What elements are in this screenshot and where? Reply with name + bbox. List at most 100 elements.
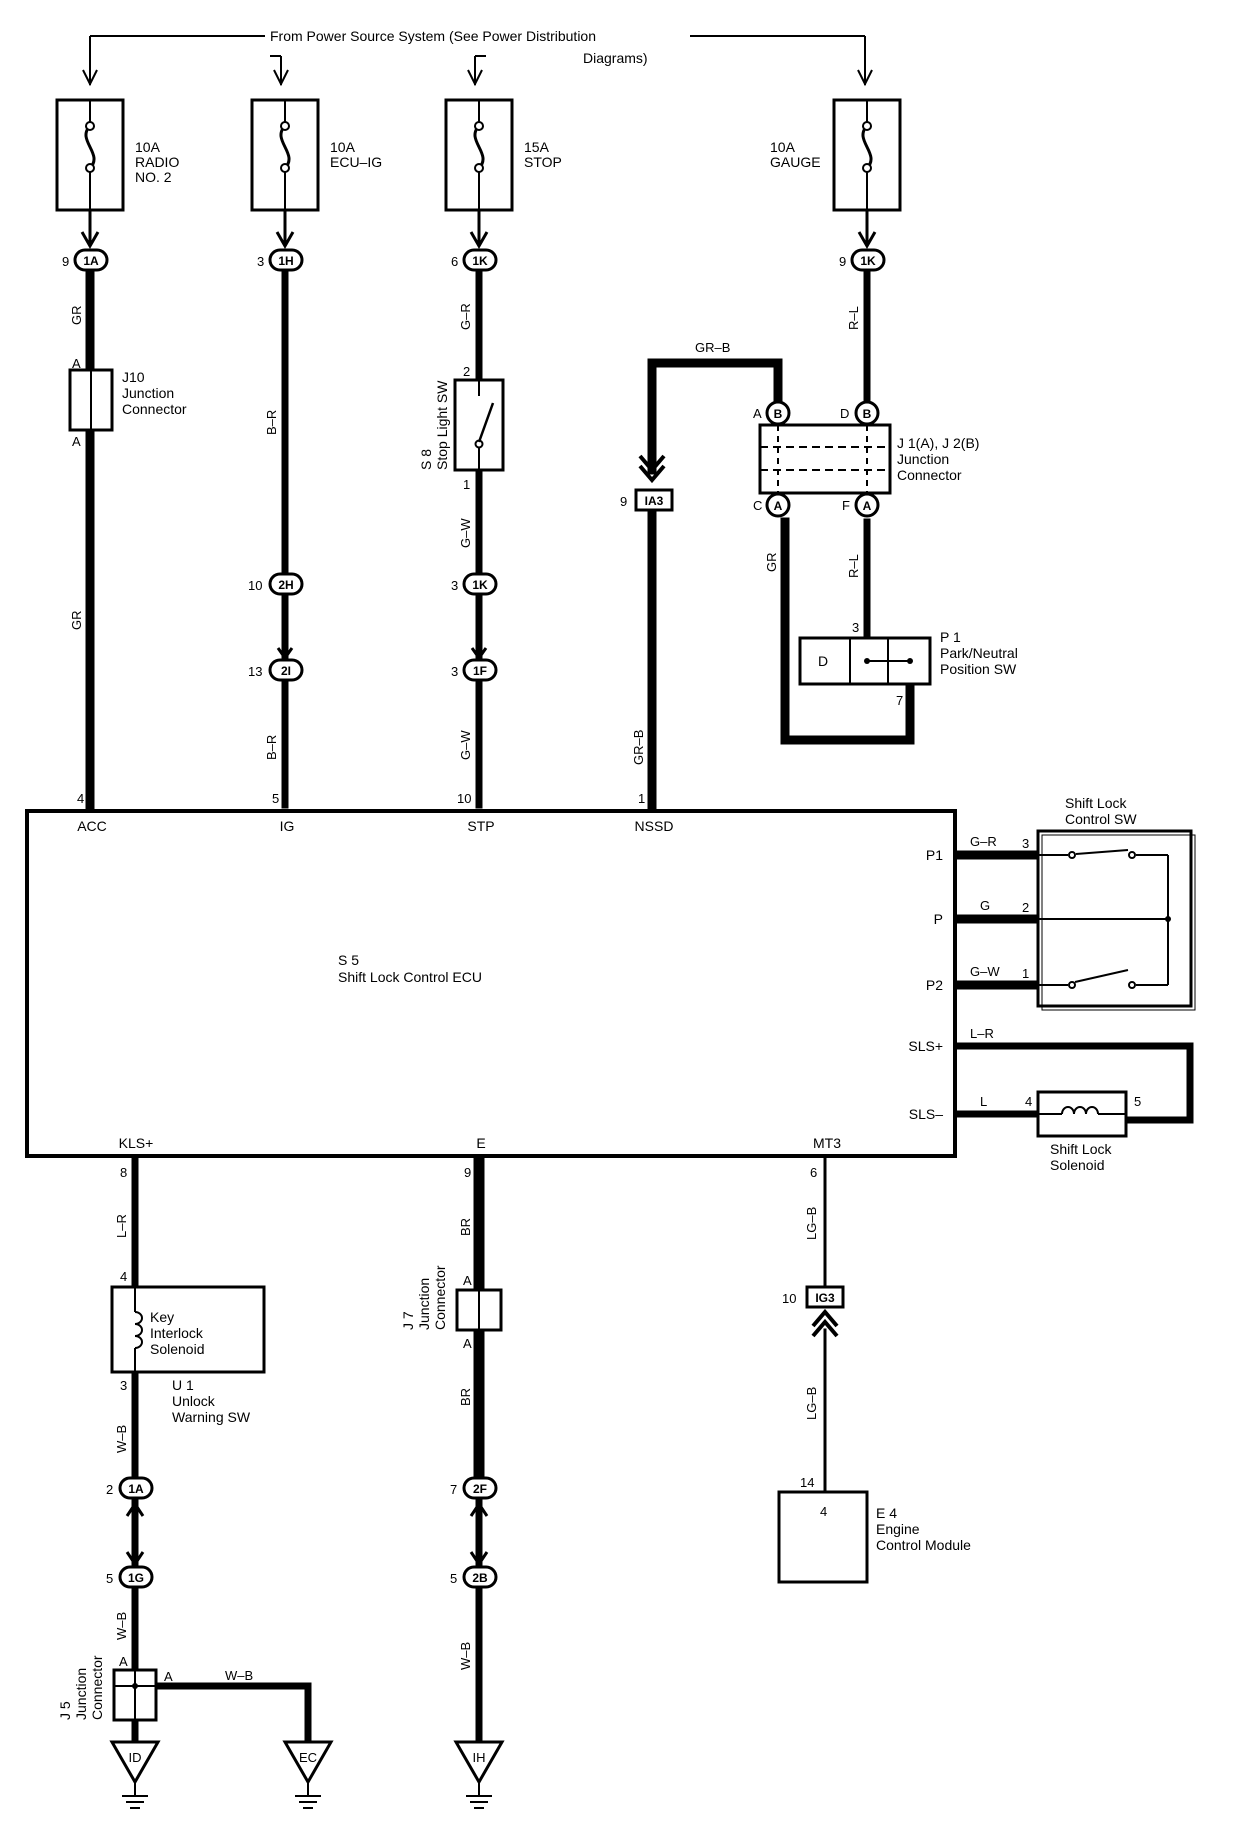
connector-IG3: IG3 10 [782, 1285, 845, 1338]
wire-wb-1: W–B [114, 1425, 129, 1453]
wire-wb-4: W–B [458, 1642, 473, 1670]
svg-text:4: 4 [820, 1504, 827, 1519]
fuse-radio-name2: NO. 2 [135, 169, 172, 185]
svg-text:1K: 1K [472, 254, 488, 268]
svg-text:3: 3 [120, 1378, 127, 1393]
wire-gr-3: GR [764, 553, 779, 573]
wire-gr-1: GR [69, 306, 84, 326]
svg-text:5: 5 [106, 1571, 113, 1586]
power-source-title-cont: Diagrams) [583, 50, 648, 66]
svg-text:10: 10 [248, 578, 262, 593]
svg-text:13: 13 [248, 664, 262, 679]
fuse-ecu-ig [250, 98, 320, 212]
shift-sw-label2: Control SW [1065, 811, 1137, 827]
e4-label: E 4 [876, 1505, 897, 1521]
j5-label: J 5 [57, 1701, 73, 1720]
connector-2B: 2B 5 [450, 1551, 498, 1589]
ecu-label: S 5 [338, 952, 359, 968]
svg-text:1K: 1K [860, 254, 876, 268]
ground-EC: EC [282, 1740, 334, 1809]
wire-rl-2: R–L [846, 554, 861, 578]
svg-text:A: A [774, 499, 783, 513]
svg-text:2H: 2H [278, 578, 293, 592]
j10-label: J10 [122, 369, 145, 385]
svg-text:1: 1 [463, 477, 470, 492]
wire-grb-1: GR–B [695, 340, 730, 355]
wire-brn-2: BR [458, 1388, 473, 1406]
shift-lock-control-ecu [25, 809, 957, 1158]
junction-connector-j7: A A [455, 1273, 503, 1351]
wire-br-2: B–R [264, 735, 279, 760]
wire-lr-right: L–R [970, 1026, 994, 1041]
j7-label: J 7 [400, 1311, 416, 1330]
fuse-stop-amp: 15A [524, 139, 550, 155]
e4-label2: Engine [876, 1521, 920, 1537]
svg-text:5: 5 [450, 1571, 457, 1586]
junction-connector-j1-j2 [758, 423, 892, 495]
connector-1K-mid: 1K 3 [451, 572, 498, 596]
wire-grr: G–R [458, 303, 473, 330]
j10-label2: Junction [122, 385, 174, 401]
svg-text:2: 2 [463, 364, 470, 379]
power-source-bus [82, 35, 873, 87]
wire-gw-1: G–W [458, 518, 473, 548]
wire-br-1: B–R [264, 410, 279, 435]
wire-wb-3: W–B [225, 1668, 253, 1683]
svg-text:A: A [72, 356, 81, 371]
svg-text:1G: 1G [128, 1571, 144, 1585]
svg-text:9: 9 [839, 254, 846, 269]
svg-text:A: A [164, 1669, 173, 1684]
wire-gr-2: GR [69, 611, 84, 631]
wire-wb-2: W–B [114, 1612, 129, 1640]
svg-text:A: A [72, 434, 81, 449]
engine-control-module: 4 14 [777, 1475, 869, 1584]
wire-lgb-2: LG–B [804, 1387, 819, 1420]
j10-label3: Connector [122, 401, 187, 417]
u1-label: Key [150, 1309, 174, 1325]
svg-text:IG3: IG3 [815, 1291, 835, 1305]
svg-text:4: 4 [1025, 1094, 1032, 1109]
connector-2I: 2I 13 [248, 647, 304, 682]
wire-lgb-1: LG–B [804, 1207, 819, 1240]
wire-gw-2: G–W [458, 730, 473, 760]
stop-light-switch: 2 1 [453, 364, 505, 492]
connector-1G: 1G 5 [106, 1551, 154, 1589]
svg-text:1A: 1A [128, 1482, 144, 1496]
svg-text:C: C [753, 498, 762, 513]
pin-p1: P1 [926, 847, 943, 863]
svg-text:A: A [463, 1273, 472, 1288]
ground-IH: IH [453, 1740, 505, 1809]
pin-sls-plus: SLS+ [908, 1038, 943, 1054]
svg-text:3: 3 [451, 664, 458, 679]
svg-text:IH: IH [473, 1750, 486, 1765]
svg-text:7: 7 [450, 1482, 457, 1497]
connector-1K-gauge: 1K 9 [839, 248, 886, 272]
svg-text:B: B [774, 407, 783, 421]
svg-text:5: 5 [1134, 1094, 1141, 1109]
connector-jA-right: A F [842, 492, 880, 518]
svg-text:9: 9 [62, 254, 69, 269]
svg-text:14: 14 [800, 1475, 814, 1490]
svg-text:A: A [119, 1654, 128, 1669]
svg-text:2B: 2B [472, 1571, 488, 1585]
p1-label3: Position SW [940, 661, 1017, 677]
connector-2H: 2H 10 [248, 572, 304, 596]
svg-text:2: 2 [106, 1482, 113, 1497]
u1-label6: Warning SW [172, 1409, 251, 1425]
j7-label3: Connector [432, 1265, 448, 1330]
pin-nssd: NSSD [635, 818, 674, 834]
fuse-gauge-name: GAUGE [770, 154, 821, 170]
connector-jB-right: B D [840, 400, 880, 426]
pin-e: E [476, 1135, 485, 1151]
pin-acc: ACC [77, 818, 107, 834]
p1-label2: Park/Neutral [940, 645, 1018, 661]
solenoid-label2: Solenoid [1050, 1157, 1105, 1173]
pin-kls: KLS+ [119, 1135, 154, 1151]
svg-text:1A: 1A [83, 254, 99, 268]
wire-grr-right: G–R [970, 834, 997, 849]
junction-connector-j10: A A [68, 356, 114, 449]
pin-nssd-num: 1 [638, 791, 645, 806]
svg-text:1H: 1H [278, 254, 293, 268]
shift-lock-control-switch [1036, 829, 1196, 1011]
shift-sw-pin3: 3 [1022, 836, 1029, 851]
